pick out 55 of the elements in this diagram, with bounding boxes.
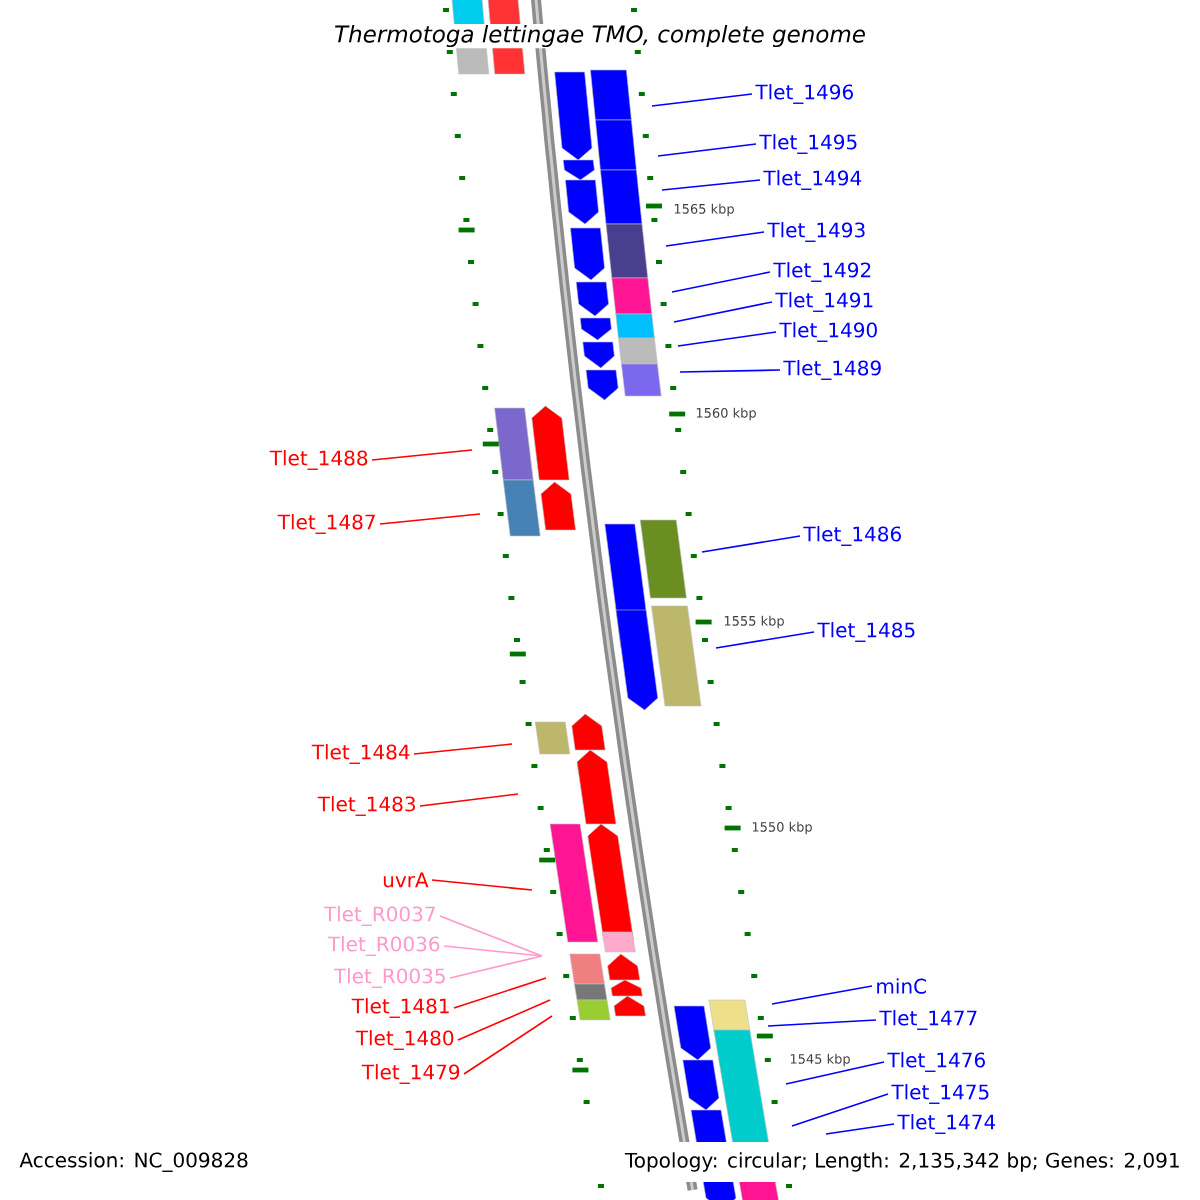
gene-label: Tlet_1477 bbox=[879, 1010, 977, 1030]
gene-label: minC bbox=[877, 978, 926, 994]
gene-label: Tlet_1486 bbox=[803, 526, 901, 546]
gene-label: Tlet_1492 bbox=[773, 262, 871, 282]
leader-line bbox=[661, 179, 761, 191]
gene-label: Tlet_1496 bbox=[755, 84, 853, 104]
leader-line bbox=[463, 1015, 553, 1075]
leader-line bbox=[767, 1019, 877, 1027]
gene-label: Tlet_1493 bbox=[767, 222, 865, 242]
gene-label: Tlet_1490 bbox=[779, 322, 877, 342]
gene-label: Tlet_R0035 bbox=[333, 968, 445, 988]
gene-label: uvrA bbox=[383, 872, 429, 888]
leader-line bbox=[665, 231, 765, 247]
gene-label: Tlet_R0036 bbox=[327, 936, 440, 956]
leader-line bbox=[715, 631, 815, 649]
leader-line bbox=[673, 301, 773, 323]
footer-text: Accession: NC_009828 bbox=[19, 1152, 248, 1172]
gene-label: Tlet_1488 bbox=[269, 450, 368, 470]
leader-line bbox=[443, 945, 543, 957]
leader-line bbox=[413, 743, 513, 755]
leader-line bbox=[457, 999, 551, 1041]
leader-line bbox=[379, 513, 481, 525]
leader-line bbox=[419, 793, 519, 807]
gene-label: Tlet_1487 bbox=[277, 514, 375, 534]
leader-line bbox=[449, 955, 543, 979]
gene-label: Tlet_1475 bbox=[891, 1084, 989, 1104]
leader-line bbox=[791, 1093, 889, 1127]
leader-line bbox=[671, 271, 771, 293]
leader-line bbox=[771, 985, 873, 1005]
leader-line bbox=[439, 915, 543, 957]
gene-label: Tlet_1485 bbox=[817, 622, 915, 642]
leader-line bbox=[453, 977, 547, 1009]
title: Thermotoga lettingae TMO, complete genome bbox=[333, 23, 867, 49]
footer-text: Topology: circular; Length: 2,135,342 bp; Genes: 2,091 bbox=[624, 1152, 1179, 1172]
leader-line bbox=[371, 449, 473, 461]
gene-label: Tlet_1479 bbox=[361, 1064, 460, 1084]
gene-label: Tlet_1495 bbox=[759, 134, 857, 154]
gene-label: Tlet_1483 bbox=[317, 796, 415, 816]
leader-line bbox=[701, 535, 801, 553]
gene-label: Tlet_1474 bbox=[897, 1114, 996, 1134]
gene-label: Tlet_1476 bbox=[887, 1052, 985, 1072]
leader-line bbox=[677, 331, 777, 347]
leader-line bbox=[431, 879, 533, 891]
gene-label: Tlet_1480 bbox=[355, 1030, 454, 1050]
gene-label: Tlet_R0037 bbox=[323, 906, 435, 926]
gene-label: Tlet_1491 bbox=[775, 292, 873, 312]
gene-label: Tlet_1494 bbox=[763, 170, 862, 190]
leader-line bbox=[651, 93, 753, 107]
leader-line bbox=[679, 369, 781, 373]
gene-label: Tlet_1489 bbox=[783, 360, 881, 380]
leader-line bbox=[825, 1123, 895, 1135]
gene-label: Tlet_1481 bbox=[351, 998, 449, 1018]
gene-label: Tlet_1484 bbox=[311, 744, 410, 764]
leader-line bbox=[657, 143, 757, 157]
leader-line bbox=[785, 1061, 885, 1085]
